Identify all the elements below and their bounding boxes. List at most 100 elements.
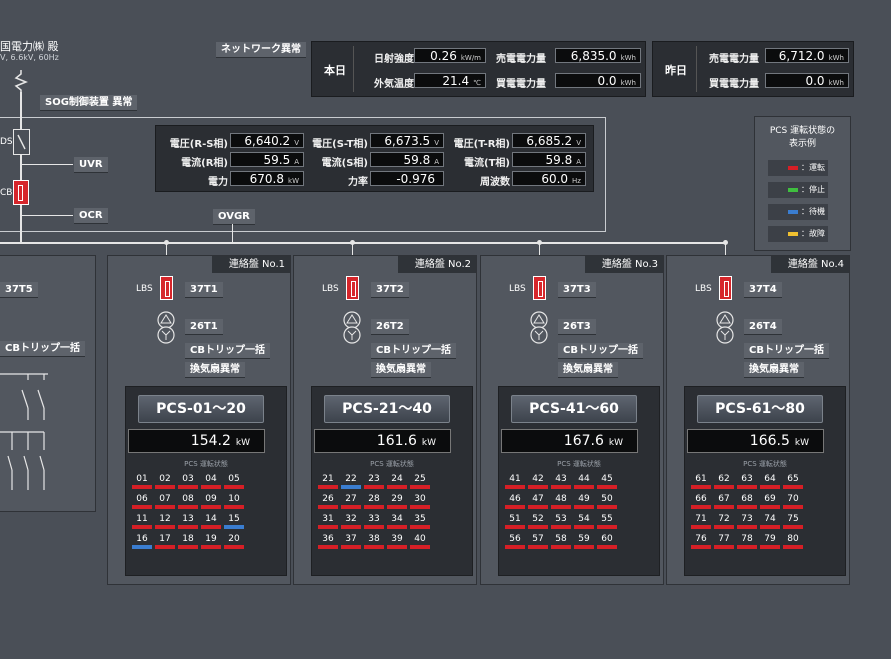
pcs-unit-cell[interactable]: 66 <box>691 494 711 509</box>
pcs-unit-cell[interactable]: 65 <box>783 474 803 489</box>
left-cb-trip-tag[interactable]: CBトリップ一括 <box>0 341 85 356</box>
tag-26t[interactable]: 26T3 <box>558 319 596 334</box>
pcs-unit-cell[interactable]: 48 <box>551 494 571 509</box>
pcs-unit-cell[interactable]: 06 <box>132 494 152 509</box>
ovgr-relay[interactable]: OVGR <box>213 209 255 224</box>
pcs-unit-cell[interactable]: 18 <box>178 534 198 549</box>
pcs-unit-cell[interactable]: 51 <box>505 514 525 529</box>
pcs-unit-cell[interactable]: 76 <box>691 534 711 549</box>
lbs-switch-icon[interactable] <box>160 276 173 300</box>
lbs-switch-icon[interactable] <box>719 276 732 300</box>
pcs-unit-cell[interactable]: 08 <box>178 494 198 509</box>
pcs-unit-cell[interactable]: 42 <box>528 474 548 489</box>
pcs-unit-cell[interactable]: 10 <box>224 494 244 509</box>
pcs-unit-cell[interactable]: 67 <box>714 494 734 509</box>
pcs-unit-cell[interactable]: 40 <box>410 534 430 549</box>
pcs-unit-cell[interactable]: 26 <box>318 494 338 509</box>
pcs-unit-cell[interactable]: 75 <box>783 514 803 529</box>
pcs-unit-cell[interactable]: 71 <box>691 514 711 529</box>
pcs-unit-cell[interactable]: 04 <box>201 474 221 489</box>
pcs-unit-cell[interactable]: 25 <box>410 474 430 489</box>
pcs-unit-cell[interactable]: 74 <box>760 514 780 529</box>
pcs-unit-cell[interactable]: 77 <box>714 534 734 549</box>
pcs-unit-cell[interactable]: 62 <box>714 474 734 489</box>
pcs-unit-cell[interactable]: 56 <box>505 534 525 549</box>
pcs-unit-cell[interactable]: 37 <box>341 534 361 549</box>
ocr-relay[interactable]: OCR <box>74 208 108 223</box>
pcs-unit-cell[interactable]: 78 <box>737 534 757 549</box>
pcs-unit-cell[interactable]: 49 <box>574 494 594 509</box>
pcs-unit-cell[interactable]: 38 <box>364 534 384 549</box>
pcs-unit-cell[interactable]: 61 <box>691 474 711 489</box>
sog-alarm-indicator[interactable]: SOG制御装置 異常 <box>40 95 138 110</box>
pcs-unit-cell[interactable]: 30 <box>410 494 430 509</box>
pcs-unit-cell[interactable]: 20 <box>224 534 244 549</box>
pcs-unit-cell[interactable]: 70 <box>783 494 803 509</box>
pcs-unit-cell[interactable]: 52 <box>528 514 548 529</box>
pcs-unit-cell[interactable]: 79 <box>760 534 780 549</box>
pcs-unit-cell[interactable]: 29 <box>387 494 407 509</box>
pcs-unit-cell[interactable]: 57 <box>528 534 548 549</box>
pcs-unit-cell[interactable]: 69 <box>760 494 780 509</box>
pcs-unit-cell[interactable]: 64 <box>760 474 780 489</box>
tag-26t[interactable]: 26T1 <box>185 319 223 334</box>
network-alarm-indicator[interactable]: ネットワーク異常 <box>216 42 306 57</box>
cb-trip-indicator[interactable]: CBトリップ一括 <box>558 343 643 358</box>
tag-37t[interactable]: 37T3 <box>558 282 596 297</box>
tag-26t[interactable]: 26T4 <box>744 319 782 334</box>
pcs-unit-cell[interactable]: 41 <box>505 474 525 489</box>
pcs-unit-cell[interactable]: 54 <box>574 514 594 529</box>
pcs-unit-cell[interactable]: 16 <box>132 534 152 549</box>
pcs-unit-cell[interactable]: 35 <box>410 514 430 529</box>
pcs-unit-cell[interactable]: 43 <box>551 474 571 489</box>
tag-37t[interactable]: 37T1 <box>185 282 223 297</box>
pcs-unit-cell[interactable]: 07 <box>155 494 175 509</box>
pcs-unit-cell[interactable]: 55 <box>597 514 617 529</box>
pcs-unit-cell[interactable]: 33 <box>364 514 384 529</box>
pcs-group-button[interactable]: PCS-41～60 <box>511 395 637 423</box>
pcs-unit-cell[interactable]: 47 <box>528 494 548 509</box>
pcs-unit-cell[interactable]: 22 <box>341 474 361 489</box>
uvr-relay[interactable]: UVR <box>74 157 108 172</box>
tag-37t[interactable]: 37T4 <box>744 282 782 297</box>
pcs-unit-cell[interactable]: 28 <box>364 494 384 509</box>
pcs-unit-cell[interactable]: 02 <box>155 474 175 489</box>
pcs-unit-cell[interactable]: 21 <box>318 474 338 489</box>
pcs-unit-cell[interactable]: 63 <box>737 474 757 489</box>
fan-alarm-indicator[interactable]: 換気扇異常 <box>558 362 618 377</box>
pcs-unit-cell[interactable]: 09 <box>201 494 221 509</box>
cb-trip-indicator[interactable]: CBトリップ一括 <box>185 343 270 358</box>
pcs-unit-cell[interactable]: 45 <box>597 474 617 489</box>
cb-trip-indicator[interactable]: CBトリップ一括 <box>744 343 829 358</box>
pcs-group-button[interactable]: PCS-21～40 <box>324 395 450 423</box>
pcs-unit-cell[interactable]: 13 <box>178 514 198 529</box>
pcs-unit-cell[interactable]: 03 <box>178 474 198 489</box>
pcs-unit-cell[interactable]: 80 <box>783 534 803 549</box>
pcs-unit-cell[interactable]: 44 <box>574 474 594 489</box>
cb-breaker-icon[interactable] <box>13 180 29 205</box>
pcs-unit-cell[interactable]: 36 <box>318 534 338 549</box>
pcs-unit-cell[interactable]: 11 <box>132 514 152 529</box>
lbs-switch-icon[interactable] <box>533 276 546 300</box>
pcs-unit-cell[interactable]: 53 <box>551 514 571 529</box>
pcs-unit-cell[interactable]: 32 <box>341 514 361 529</box>
pcs-unit-cell[interactable]: 19 <box>201 534 221 549</box>
pcs-unit-cell[interactable]: 39 <box>387 534 407 549</box>
fan-alarm-indicator[interactable]: 換気扇異常 <box>744 362 804 377</box>
pcs-unit-cell[interactable]: 31 <box>318 514 338 529</box>
left-37t-tag[interactable]: 37T5 <box>0 282 38 297</box>
pcs-unit-cell[interactable]: 73 <box>737 514 757 529</box>
pcs-unit-cell[interactable]: 05 <box>224 474 244 489</box>
tag-37t[interactable]: 37T2 <box>371 282 409 297</box>
pcs-unit-cell[interactable]: 24 <box>387 474 407 489</box>
fan-alarm-indicator[interactable]: 換気扇異常 <box>185 362 245 377</box>
pcs-unit-cell[interactable]: 50 <box>597 494 617 509</box>
pcs-unit-cell[interactable]: 23 <box>364 474 384 489</box>
pcs-unit-cell[interactable]: 15 <box>224 514 244 529</box>
pcs-group-button[interactable]: PCS-61～80 <box>697 395 823 423</box>
pcs-unit-cell[interactable]: 17 <box>155 534 175 549</box>
pcs-unit-cell[interactable]: 58 <box>551 534 571 549</box>
cb-trip-indicator[interactable]: CBトリップ一括 <box>371 343 456 358</box>
lbs-switch-icon[interactable] <box>346 276 359 300</box>
pcs-unit-cell[interactable]: 68 <box>737 494 757 509</box>
